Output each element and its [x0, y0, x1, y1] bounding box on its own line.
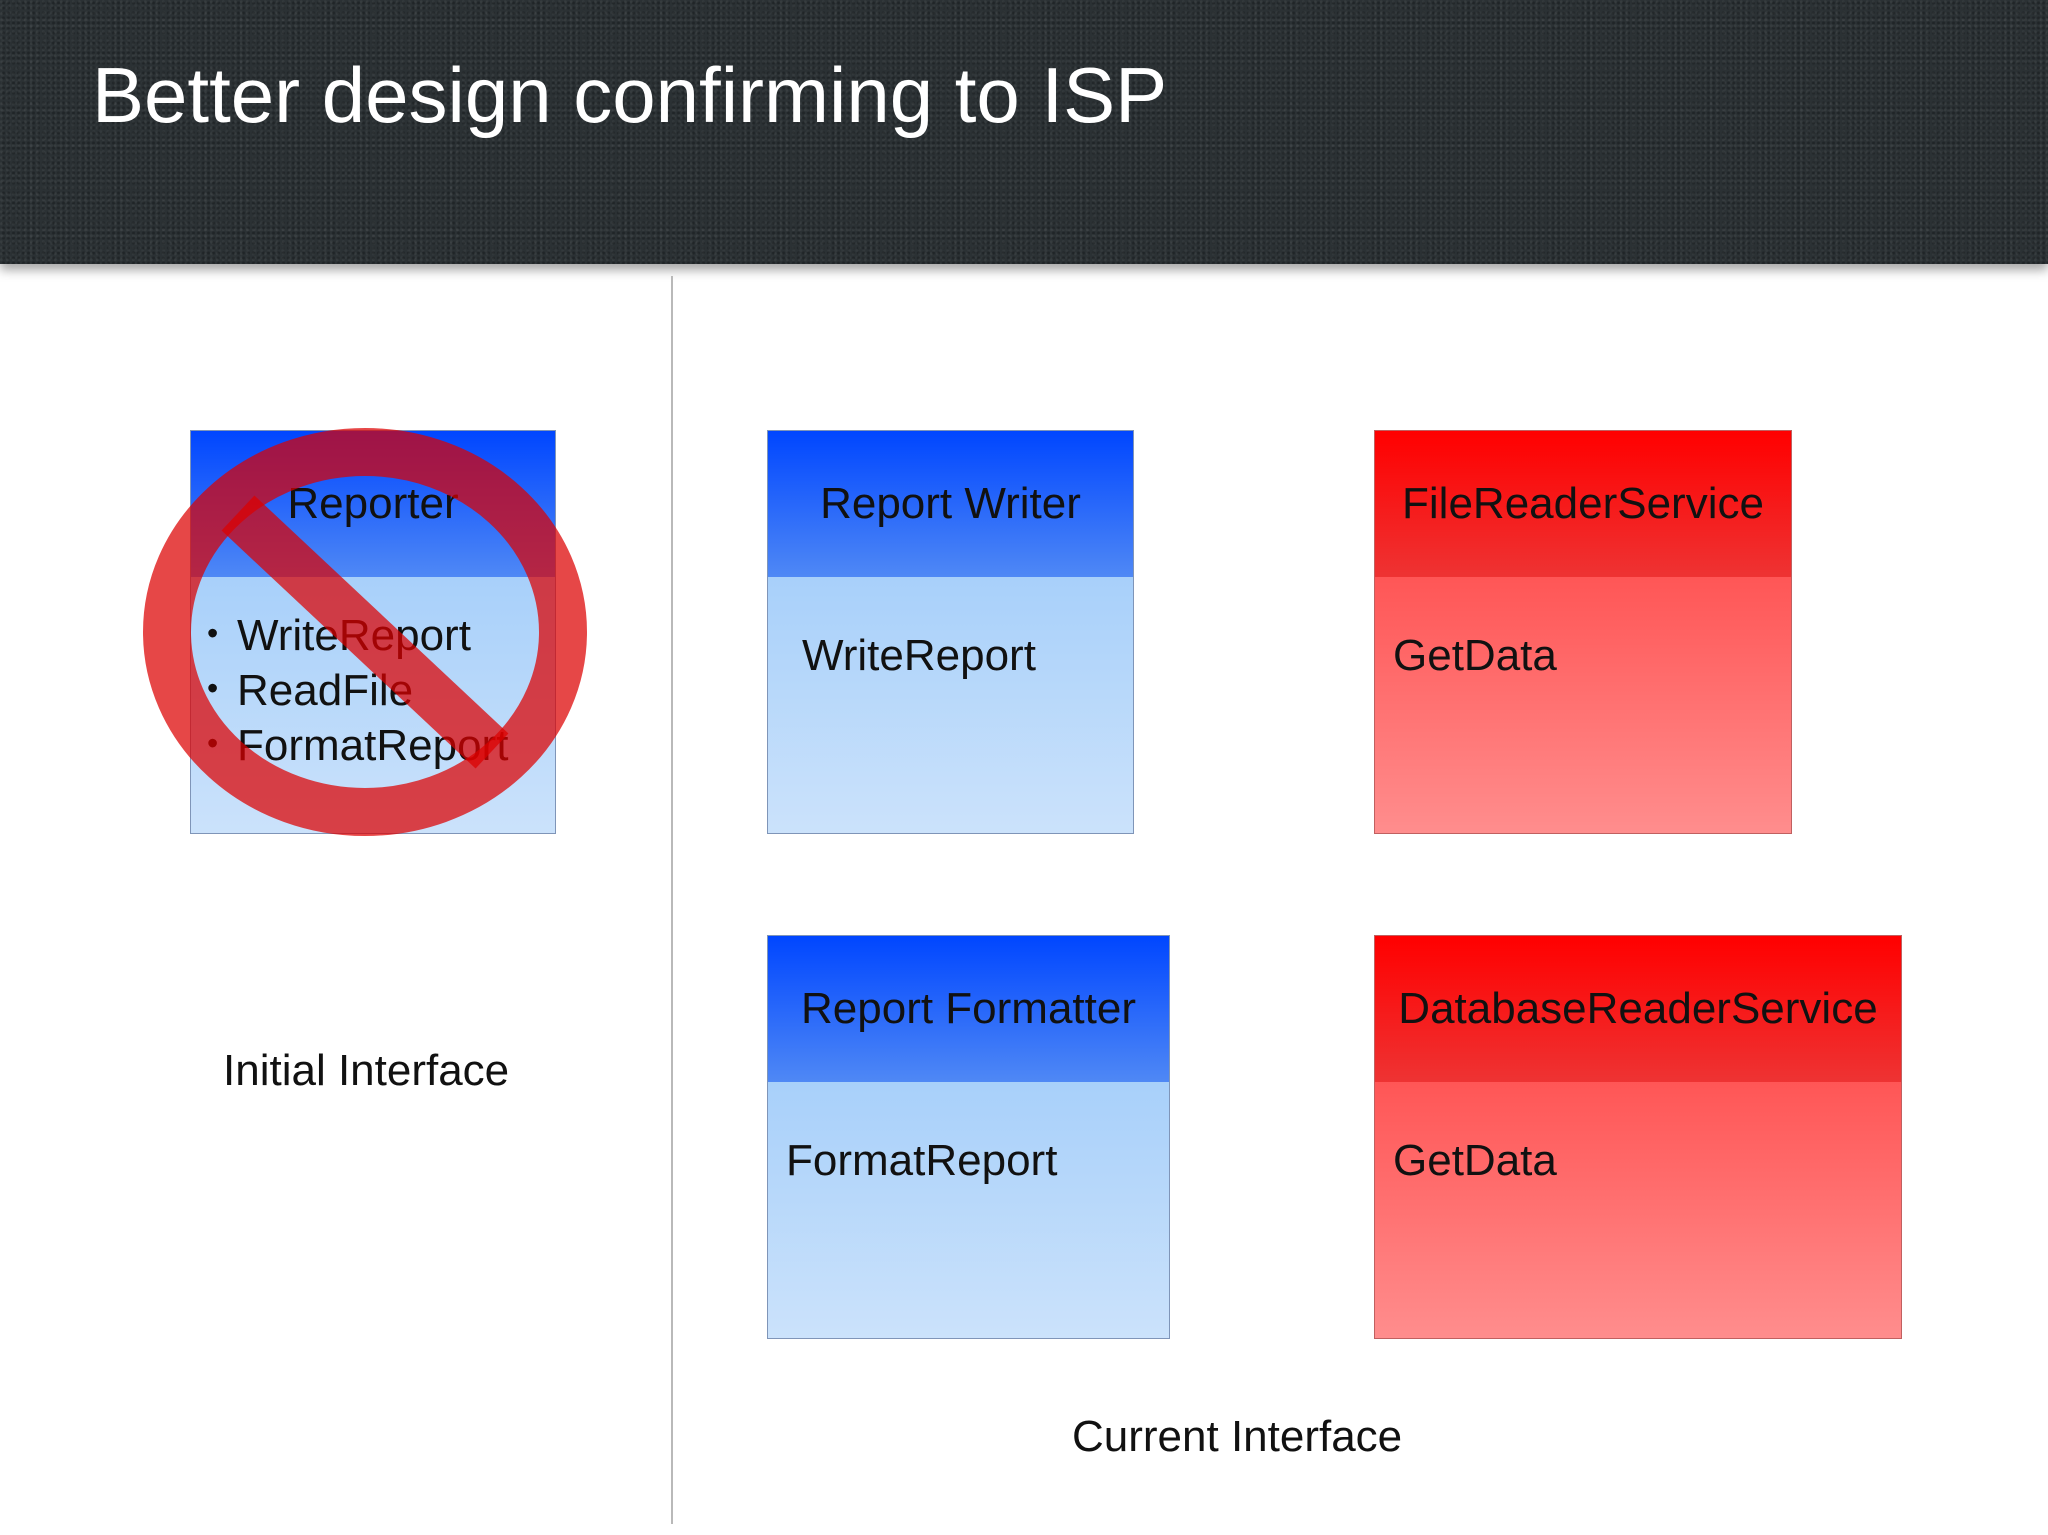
report-formatter-header: Report Formatter — [768, 936, 1169, 1082]
report-writer-box: Report Writer WriteReport — [767, 430, 1134, 834]
database-reader-service-box: DatabaseReaderService GetData — [1374, 935, 1902, 1339]
title-bar: Better design confirming to ISP — [0, 0, 2048, 264]
report-formatter-method: FormatReport — [786, 1136, 1058, 1185]
file-reader-service-method: GetData — [1393, 631, 1557, 680]
slide-title: Better design confirming to ISP — [92, 51, 1168, 139]
current-interface-caption: Current Interface — [1072, 1412, 1403, 1461]
file-reader-service-header: FileReaderService — [1375, 431, 1791, 577]
no-entry-slash — [221, 495, 509, 769]
no-entry-ring — [143, 428, 587, 836]
initial-interface-caption: Initial Interface — [223, 1046, 510, 1095]
report-writer-method: WriteReport — [802, 631, 1036, 680]
database-reader-service-header: DatabaseReaderService — [1375, 936, 1901, 1082]
report-writer-body: WriteReport — [768, 577, 1133, 833]
file-reader-service-body: GetData — [1375, 577, 1791, 833]
section-divider — [671, 276, 673, 1524]
database-reader-service-body: GetData — [1375, 1082, 1901, 1338]
file-reader-service-box: FileReaderService GetData — [1374, 430, 1792, 834]
no-entry-icon — [143, 428, 587, 836]
database-reader-service-method: GetData — [1393, 1136, 1557, 1185]
report-writer-header: Report Writer — [768, 431, 1133, 577]
report-formatter-box: Report Formatter FormatReport — [767, 935, 1170, 1339]
report-formatter-body: FormatReport — [768, 1082, 1169, 1338]
